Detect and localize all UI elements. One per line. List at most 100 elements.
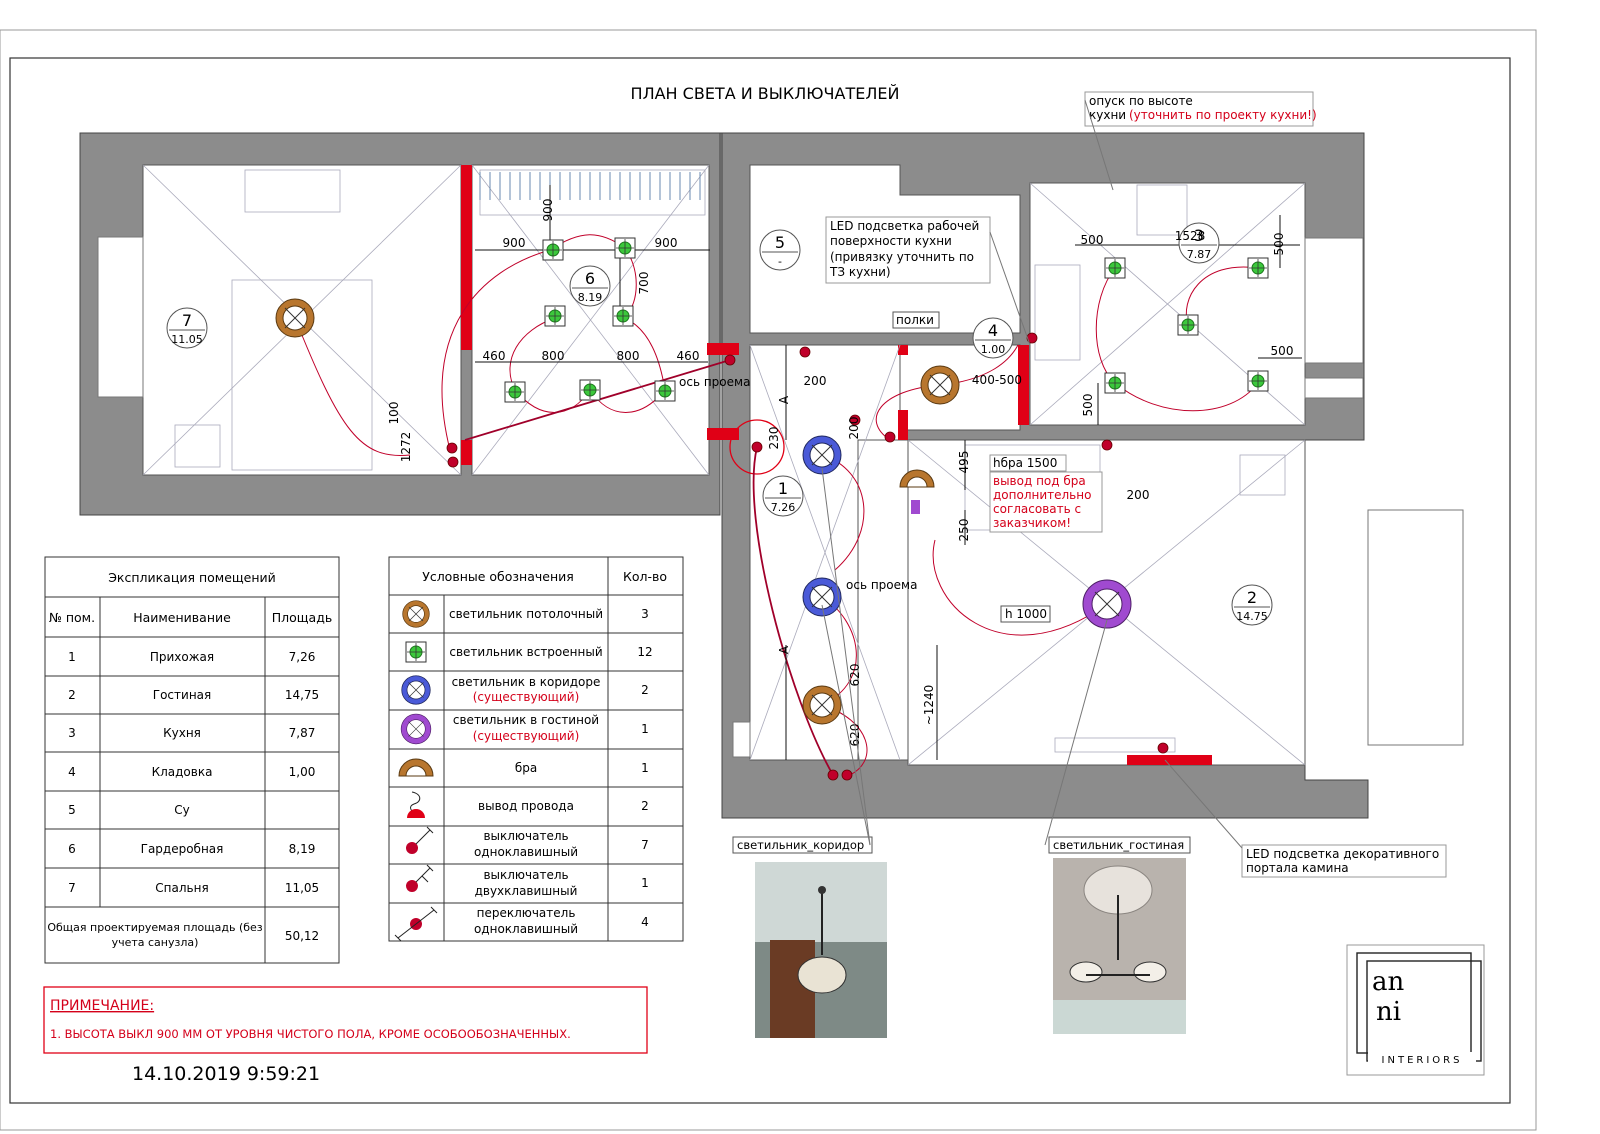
room-tags: 7 11.05 6 8.19 5 - 4 1.00 3 7.87 1 7.26 <box>166 222 1273 626</box>
svg-text:500: 500 <box>1272 233 1286 256</box>
room-tag-1: 1 7.26 <box>762 475 804 517</box>
legend-qty-header: Кол-во <box>623 569 667 584</box>
svg-text:11.05: 11.05 <box>171 333 203 346</box>
svg-text:Спальня: Спальня <box>155 881 208 895</box>
opening-axis-1: ось проема <box>679 375 750 389</box>
svg-text:250: 250 <box>957 519 971 542</box>
led-kitchen-note: LED подсветка рабочей поверхности кухни … <box>825 216 1031 346</box>
svg-text:620: 620 <box>848 664 862 687</box>
svg-text:4: 4 <box>988 321 998 340</box>
svg-text:7: 7 <box>182 311 192 330</box>
svg-text:А: А <box>777 645 791 654</box>
photo-corridor-lamp <box>755 862 887 1038</box>
svg-text:поверхности кухни: поверхности кухни <box>830 234 952 248</box>
svg-text:3: 3 <box>1194 226 1204 245</box>
svg-text:светильник_коридор: светильник_коридор <box>737 838 864 852</box>
red-partitions <box>461 165 1212 765</box>
lamp-corridor-caption: светильник_коридор <box>732 467 873 854</box>
note-text: 1. ВЫСОТА ВЫКЛ 900 ММ ОТ УРОВНЯ ЧИСТОГО … <box>50 1027 571 1041</box>
svg-text:INTERIORS: INTERIORS <box>1382 1055 1463 1066</box>
recessed-lamp-icon <box>579 379 601 401</box>
svg-text:Наименивание: Наименивание <box>133 610 231 625</box>
corridor-lamp-icon <box>401 675 431 705</box>
switch-icon <box>884 431 896 443</box>
svg-text:заказчиком!: заказчиком! <box>993 516 1071 530</box>
svg-text:900: 900 <box>655 236 678 250</box>
svg-text:согласовать с: согласовать с <box>993 502 1081 516</box>
switch-icon <box>799 346 811 358</box>
room-tag-3: 3 7.87 <box>1178 222 1220 264</box>
svg-text:(существующий): (существующий) <box>473 729 580 743</box>
svg-text:Кладовка: Кладовка <box>152 765 213 779</box>
svg-text:1.00: 1.00 <box>981 343 1006 356</box>
svg-text:1: 1 <box>68 650 76 664</box>
svg-text:7.87: 7.87 <box>1187 248 1212 261</box>
svg-text:одноклавишный: одноклавишный <box>474 922 578 936</box>
svg-text:выключатель: выключатель <box>483 829 568 843</box>
svg-text:hбра 1500: hбра 1500 <box>993 456 1057 470</box>
switch-icon <box>751 441 763 453</box>
svg-text:(существующий): (существующий) <box>473 690 580 704</box>
inner-frame <box>9 57 1511 1104</box>
svg-text:800: 800 <box>617 349 640 363</box>
ceiling-lamp-icon <box>402 600 430 628</box>
recessed-lamp-icon <box>504 381 526 403</box>
legend-row: вывод провода 2 <box>407 791 649 818</box>
svg-text:1: 1 <box>641 761 649 775</box>
room-tag-4: 4 1.00 <box>972 317 1014 359</box>
plan-title: ПЛАН СВЕТА И ВЫКЛЮЧАТЕЛЕЙ <box>631 84 900 103</box>
recessed-lamp-icon <box>405 641 427 663</box>
svg-text:2: 2 <box>68 688 76 702</box>
timestamp: 14.10.2019 9:59:21 <box>132 1063 320 1085</box>
svg-text:вывод провода: вывод провода <box>478 799 574 813</box>
svg-text:ТЗ кухни): ТЗ кухни) <box>829 265 891 279</box>
svg-text:дополнительно: дополнительно <box>993 488 1091 502</box>
svg-text:620: 620 <box>848 724 862 747</box>
radiator-hatch <box>479 172 701 200</box>
double-switch-icon <box>406 864 434 892</box>
svg-text:(привязку уточнить по: (привязку уточнить по <box>830 250 974 264</box>
furniture-outlines <box>142 164 1306 766</box>
svg-text:Су: Су <box>174 803 189 817</box>
opening-axis-2: ось проема <box>846 578 917 592</box>
switch-icon <box>841 769 853 781</box>
wall-lamp-icon <box>398 758 434 777</box>
svg-text:выключатель: выключатель <box>483 868 568 882</box>
legend-row: светильник в гостиной (существующий) 1 <box>400 713 649 745</box>
svg-text:200: 200 <box>847 417 861 440</box>
table-row: 7 Спальня 11,05 <box>68 881 319 895</box>
svg-text:двухклавишный: двухклавишный <box>475 884 578 898</box>
legend-row: светильник встроенный 12 <box>405 641 653 663</box>
svg-text:2: 2 <box>1247 588 1257 607</box>
room-tag-2: 2 14.75 <box>1231 584 1273 626</box>
svg-text:одноклавишный: одноклавишный <box>474 845 578 859</box>
svg-text:230: 230 <box>767 427 781 450</box>
svg-text:бра: бра <box>515 761 537 775</box>
svg-text:кухни: кухни <box>1089 108 1126 122</box>
svg-text:светильник_гостиная: светильник_гостиная <box>1053 838 1184 852</box>
bra-note: hбра 1500 вывод под бра дополнительно со… <box>989 454 1103 533</box>
svg-text:7.26: 7.26 <box>771 501 796 514</box>
svg-text:вывод под бра: вывод под бра <box>993 474 1086 488</box>
total-label: Общая проектируемая площадь (без <box>47 921 262 934</box>
ceiling-lamp-icon <box>802 685 842 725</box>
svg-text:900: 900 <box>503 236 526 250</box>
svg-text:(уточнить по проекту кухни!): (уточнить по проекту кухни!) <box>1129 108 1317 122</box>
svg-text:опуск по высоте: опуск по высоте <box>1089 94 1193 108</box>
recessed-lamp-icon <box>544 305 566 327</box>
windows <box>97 236 1464 758</box>
svg-text:LED подсветка декоративного: LED подсветка декоративного <box>1246 847 1439 861</box>
led-portal-caption: LED подсветка декоративного портала ками… <box>1164 759 1447 878</box>
recessed-lamp-icon <box>614 237 636 259</box>
svg-text:7,26: 7,26 <box>289 650 316 664</box>
annotations: ось проема ось проема полки опуск по выс… <box>679 91 1447 878</box>
svg-text:12: 12 <box>637 645 652 659</box>
svg-text:500: 500 <box>1081 394 1095 417</box>
note-box: ПРИМЕЧАНИЕ: 1. ВЫСОТА ВЫКЛ 900 ММ ОТ УРО… <box>43 986 648 1054</box>
svg-text:Прихожая: Прихожая <box>150 650 214 664</box>
wire-outlet-icon <box>407 791 425 818</box>
table-row: 2 Гостиная 14,75 <box>68 688 319 702</box>
svg-text:900: 900 <box>541 199 555 222</box>
switch-icon <box>827 769 839 781</box>
